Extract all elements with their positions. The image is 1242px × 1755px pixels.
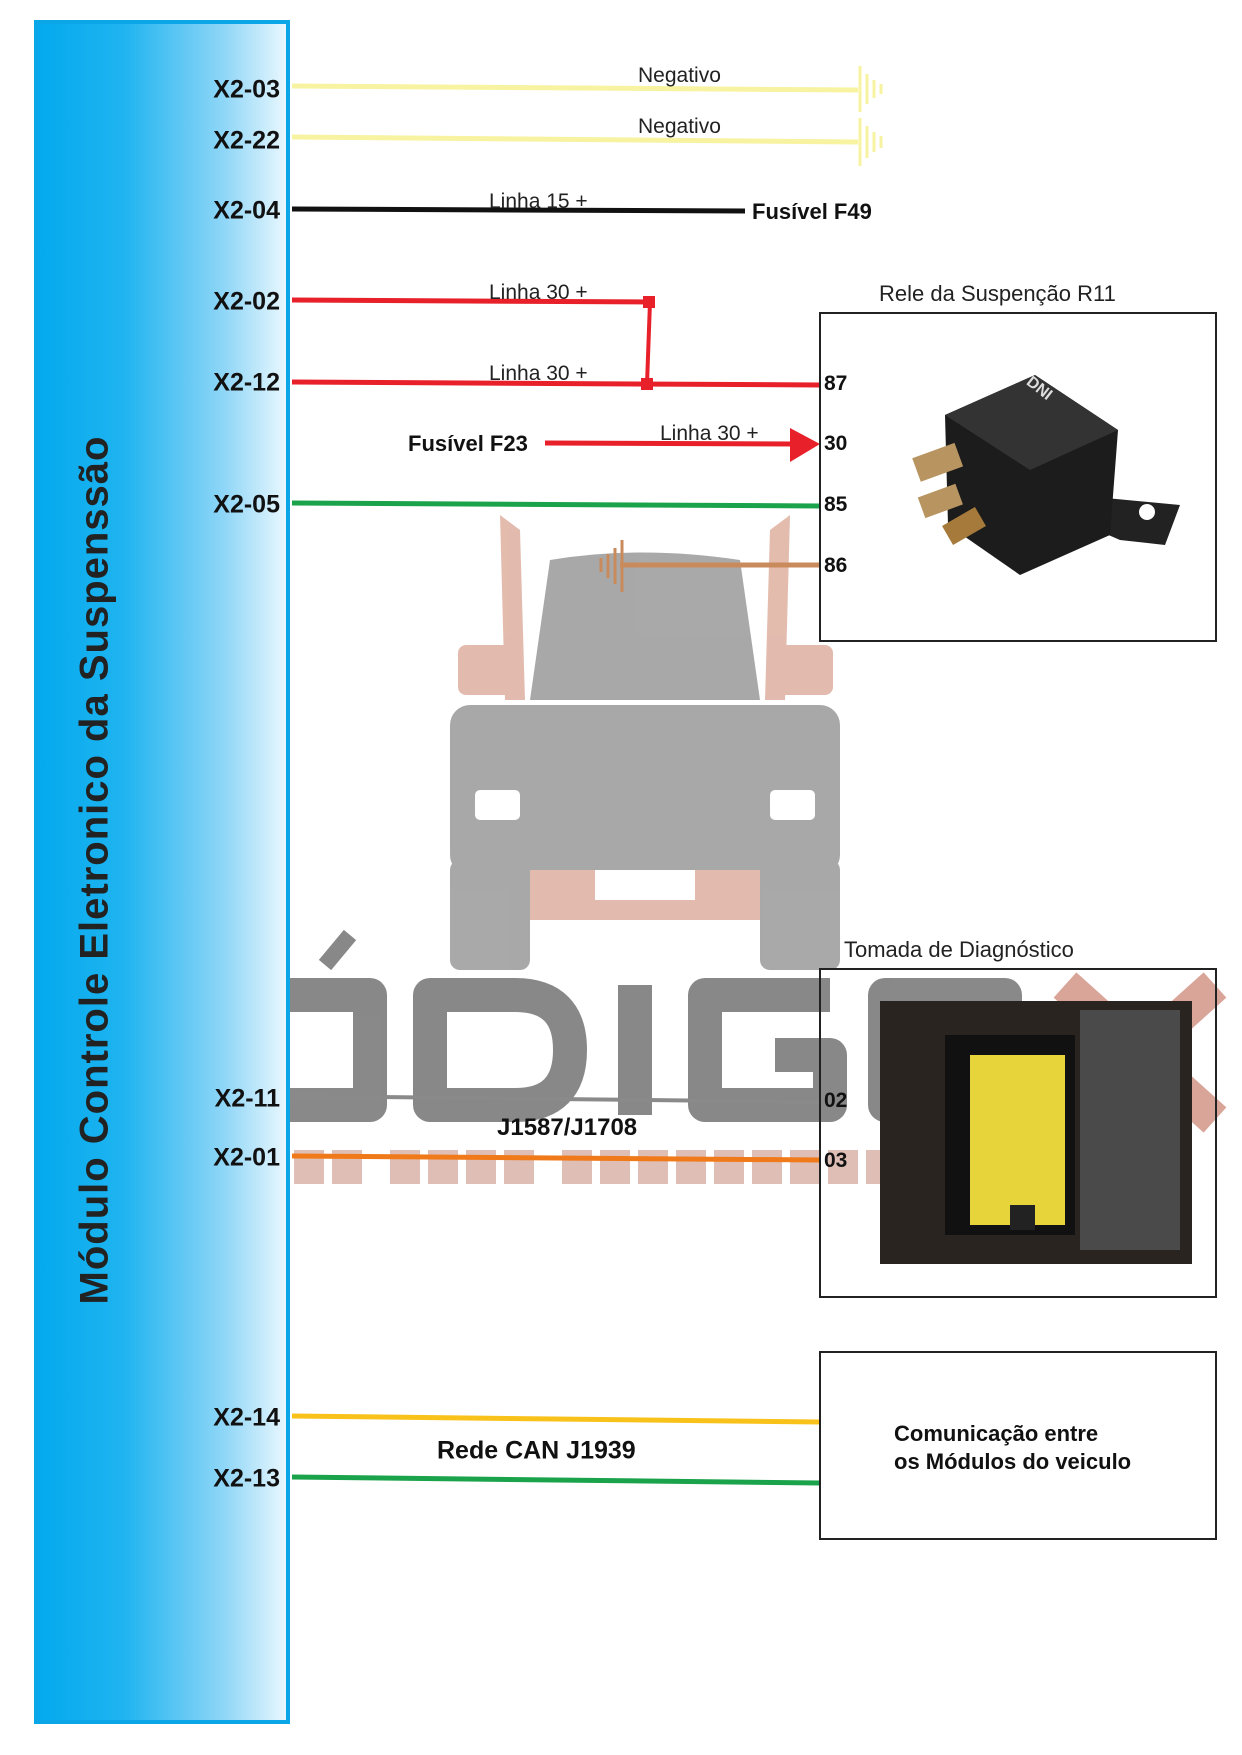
- wire-jumper: [645, 301, 652, 385]
- ground-icon: [858, 118, 883, 166]
- diag-title: Tomada de Diagnóstico: [844, 937, 1074, 962]
- label-linha-15: Linha 15 +: [489, 190, 588, 213]
- diag-terminal-03: 03: [824, 1149, 848, 1172]
- comm-text: Comunicação entre os Módulos do veiculo: [894, 1420, 1131, 1476]
- pin-x2-11: X2-11: [214, 1084, 280, 1113]
- wire-x2-01: [291, 1153, 821, 1163]
- fuse-f49: Fusível F49: [752, 199, 872, 224]
- label-linha-30-b: Linha 30 +: [489, 362, 588, 385]
- diag-terminal-02: 02: [824, 1089, 848, 1112]
- wire-x2-14: [291, 1413, 821, 1425]
- fuse-f23: Fusível F23: [408, 431, 528, 456]
- relay-terminal-86: 86: [824, 554, 848, 577]
- arrow-icon: [790, 428, 820, 462]
- label-can: Rede CAN J1939: [437, 1436, 636, 1465]
- diag-box: [819, 968, 1217, 1298]
- pin-x2-12: X2-12: [213, 368, 280, 397]
- relay-title: Rele da Suspenção R11: [879, 281, 1116, 306]
- comm-line-1: Comunicação entre: [894, 1421, 1099, 1446]
- wire-x2-04: [291, 206, 746, 214]
- pin-x2-14: X2-14: [213, 1403, 280, 1432]
- wire-x2-05: [291, 500, 821, 509]
- pin-x2-03: X2-03: [213, 75, 280, 104]
- comm-box: [819, 1351, 1217, 1540]
- wire-x2-12: [291, 379, 821, 388]
- suspension-module-panel: [34, 20, 290, 1724]
- relay-terminal-87: 87: [824, 372, 848, 395]
- wire-x2-03: [291, 83, 859, 93]
- comm-line-2: os Módulos do veiculo: [894, 1449, 1132, 1474]
- label-negativo-1: Negativo: [638, 64, 721, 87]
- wire-x2-02: [291, 297, 651, 305]
- ground-icon: [599, 540, 624, 592]
- label-negativo-2: Negativo: [638, 115, 721, 138]
- ground-icon: [858, 66, 883, 112]
- pin-x2-04: X2-04: [213, 196, 280, 225]
- relay-terminal-30: 30: [824, 432, 848, 455]
- wire-f23: [544, 440, 796, 447]
- wire-x2-22: [291, 134, 859, 145]
- relay-terminal-85: 85: [824, 493, 848, 516]
- label-j1587: J1587/J1708: [497, 1114, 638, 1141]
- wire-x2-11: [291, 1094, 821, 1104]
- pin-x2-22: X2-22: [213, 126, 280, 155]
- pin-x2-05: X2-05: [213, 490, 280, 519]
- label-linha-30-c: Linha 30 +: [660, 422, 759, 445]
- pin-x2-01: X2-01: [213, 1143, 280, 1172]
- label-linha-30-a: Linha 30 +: [489, 281, 588, 304]
- pin-x2-02: X2-02: [213, 287, 280, 316]
- pin-x2-13: X2-13: [213, 1464, 280, 1493]
- relay-box: [819, 312, 1217, 642]
- wire-x2-13: [291, 1474, 821, 1486]
